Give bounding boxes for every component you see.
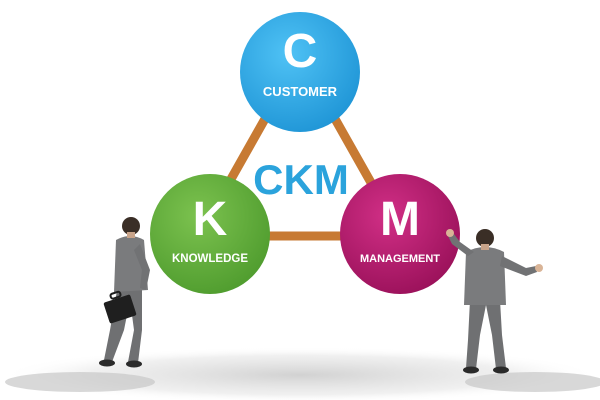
- knowledge-letter: K: [193, 193, 228, 246]
- node-customer: C CUSTOMER: [240, 12, 360, 132]
- node-knowledge: K KNOWLEDGE: [150, 174, 270, 294]
- floor-shadow: [0, 347, 600, 400]
- left-person-head: [122, 217, 140, 235]
- right-person-shadow: [465, 372, 600, 392]
- left-person-shoe-left: [99, 359, 115, 367]
- right-person-hand-left: [446, 229, 454, 237]
- left-person-arm: [134, 244, 150, 290]
- right-person-neck: [481, 244, 489, 250]
- right-person-arm-left: [448, 234, 474, 256]
- node-management: M MANAGEMENT: [340, 174, 460, 294]
- right-person-hand-right: [535, 264, 543, 272]
- center-label: CKM: [253, 156, 349, 203]
- management-letter: M: [380, 193, 420, 246]
- right-person-head: [476, 229, 494, 247]
- customer-circle: [240, 12, 360, 132]
- right-person-torso: [464, 247, 506, 305]
- left-person-neck: [127, 232, 135, 238]
- right-person-arm-right: [500, 256, 537, 276]
- management-circle: [340, 174, 460, 294]
- right-person-shoe-left: [463, 366, 479, 374]
- right-person-shoe-right: [493, 366, 509, 374]
- businessman-left-figure: [99, 217, 150, 368]
- briefcase: [103, 294, 137, 324]
- left-person-shoe-right: [126, 360, 142, 368]
- knowledge-word: KNOWLEDGE: [172, 253, 248, 265]
- connector-customer-management: [325, 105, 383, 200]
- customer-word: CUSTOMER: [263, 84, 338, 99]
- briefcase-handle: [109, 290, 122, 300]
- businessman-right-figure: [446, 229, 543, 374]
- knowledge-circle: [150, 174, 270, 294]
- management-word: MANAGEMENT: [360, 253, 440, 265]
- right-person-legs: [466, 300, 506, 369]
- customer-letter: C: [283, 25, 318, 78]
- left-person-shadow: [5, 372, 155, 392]
